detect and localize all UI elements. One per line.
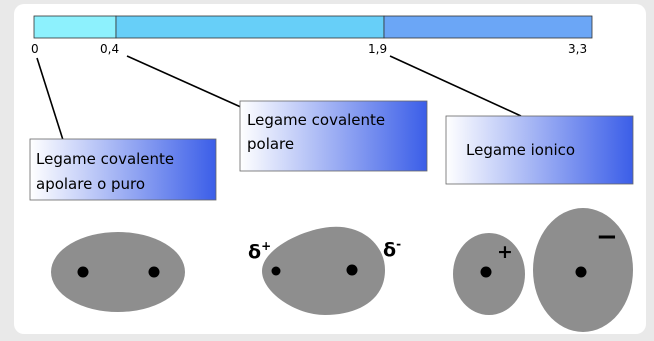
tick-label-1-9: 1,9: [368, 42, 387, 56]
polar-molecule-shape: [262, 226, 385, 315]
label-apolar-line2: apolare o puro: [36, 175, 145, 193]
nucleus-dot: [346, 264, 358, 276]
label-box-ionic: [445, 115, 634, 185]
apolar-molecule-shape: [51, 232, 185, 312]
scale-segment-polar: [115, 15, 385, 39]
label-polar-line2: polare: [247, 135, 294, 153]
label-box-polar: [239, 100, 428, 172]
partial-positive-label: δ+: [248, 239, 271, 263]
plus-sign: +: [497, 241, 513, 263]
nucleus-dot: [480, 266, 492, 278]
nucleus-dot: [271, 266, 281, 276]
partial-negative-label: δ-: [383, 237, 401, 261]
label-box-apolar: [29, 138, 217, 201]
tick-label-3-3: 3,3: [568, 42, 587, 56]
minus-sign: −: [596, 222, 618, 252]
leader-line-polar: [126, 55, 244, 109]
scale-segment-ionic: [383, 15, 593, 39]
nucleus-dot: [148, 266, 160, 278]
leader-line-apolar: [36, 57, 64, 141]
scale-segment-apolar: [33, 15, 117, 39]
tick-label-0-4: 0,4: [100, 42, 119, 56]
label-polar-line1: Legame covalente: [247, 111, 385, 129]
label-ionic: Legame ionico: [466, 141, 575, 159]
nucleus-dot: [575, 266, 587, 278]
tick-label-0: 0: [31, 42, 39, 56]
label-apolar-line1: Legame covalente: [36, 150, 174, 168]
nucleus-dot: [77, 266, 89, 278]
leader-line-ionic: [389, 55, 522, 117]
